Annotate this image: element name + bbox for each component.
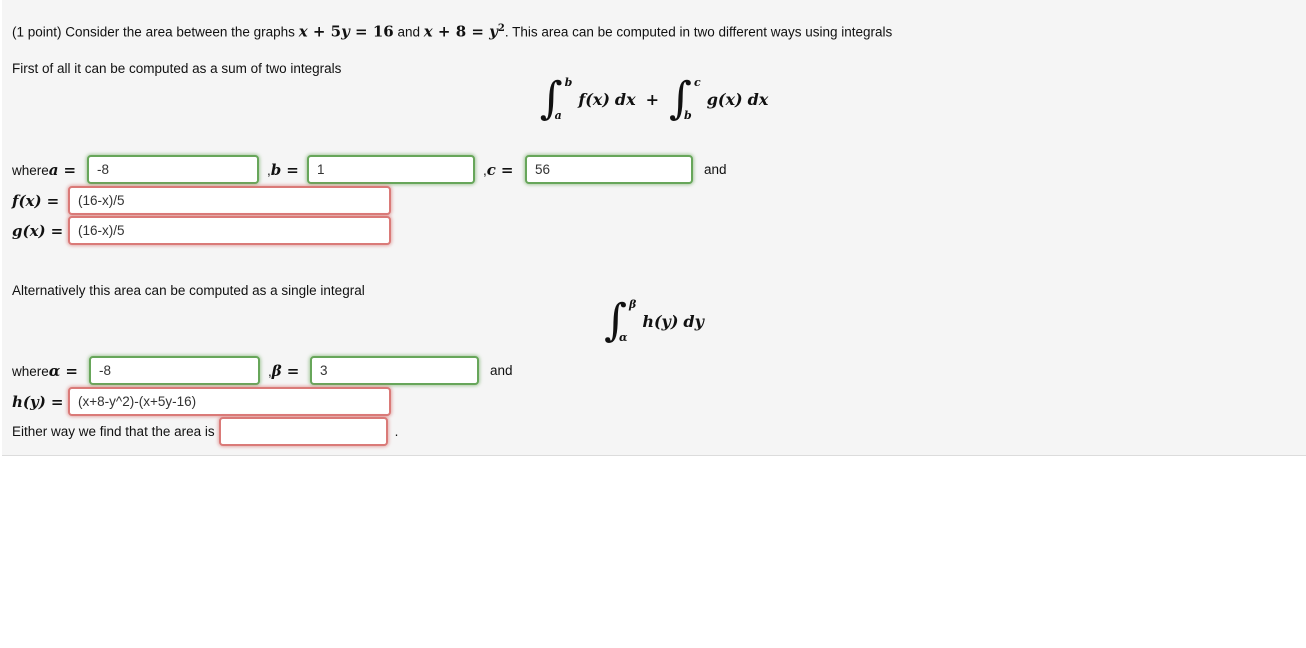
integral-upper-limit: c <box>693 76 701 89</box>
sentence-period: . <box>394 424 399 439</box>
integrand-f: f(x) <box>578 89 610 109</box>
integral-upper-limit: b <box>564 76 573 89</box>
abc-answer-row: where a= , b= , c= and <box>12 155 727 184</box>
integral-lower-limit: α <box>619 331 628 344</box>
equals-sign: = <box>286 361 300 380</box>
where-label: where <box>12 162 49 178</box>
g-answer-row: g(x)= <box>12 216 391 245</box>
math-var-y: y <box>489 22 498 40</box>
b-input[interactable] <box>307 155 475 184</box>
h-of-y-label: h(y) <box>12 392 46 411</box>
f-answer-row: f(x)= <box>12 186 391 215</box>
var-a-label: a <box>48 160 59 179</box>
greek-answer-row: where α= , β= and <box>12 356 513 385</box>
beta-input[interactable] <box>310 356 479 385</box>
where-label: where <box>12 363 49 379</box>
single-intro-text: Alternatively this area can be computed … <box>12 282 365 298</box>
f-of-x-label: f(x) <box>12 191 42 210</box>
h-input[interactable] <box>68 387 391 416</box>
integral-1: ∫ b a <box>540 76 573 122</box>
c-input[interactable] <box>525 155 693 184</box>
single-integral-formula: ∫ β α h(y)dy <box>2 294 1306 348</box>
a-input[interactable] <box>87 155 259 184</box>
differential-dx: dx <box>747 89 769 109</box>
equals-sign: = <box>63 160 77 179</box>
integrand-g: g(x) <box>706 89 743 109</box>
var-beta-label: β <box>271 361 282 380</box>
and-label: and <box>490 363 513 378</box>
comma: , <box>483 162 487 178</box>
equals-sign: = <box>46 191 60 210</box>
g-input[interactable] <box>68 216 391 245</box>
integral-lower-limit: a <box>554 109 562 122</box>
math-op: + 5 <box>307 22 342 40</box>
differential-dx: dx <box>614 89 636 109</box>
differential-dy: dy <box>683 311 704 331</box>
and-label: and <box>704 162 727 177</box>
plus-operator: + <box>645 89 660 109</box>
equals-sign: = <box>500 160 514 179</box>
statement-post: . This area can be computed in two diffe… <box>504 24 893 39</box>
integral-sign: ∫ <box>539 73 563 124</box>
integral-sign: ∫ <box>669 73 692 124</box>
equals-sign: = <box>286 160 299 179</box>
integral-sign: ∫ <box>604 295 628 346</box>
math-var-y: y <box>341 22 350 40</box>
math-op: = 16 <box>349 22 394 40</box>
problem-panel: (1 point) Consider the area between the … <box>2 0 1306 456</box>
problem-statement: (1 point) Consider the area between the … <box>12 19 1296 43</box>
f-input[interactable] <box>68 186 391 215</box>
area-answer-row: Either way we find that the area is . <box>12 417 398 446</box>
alpha-input[interactable] <box>89 356 260 385</box>
equals-sign: = <box>50 221 64 240</box>
area-input[interactable] <box>218 417 388 446</box>
var-b-label: b <box>270 160 282 179</box>
integral-2: ∫ c b <box>669 76 701 122</box>
integral-lower-limit: b <box>683 109 692 122</box>
equals-sign: = <box>50 392 64 411</box>
comma: , <box>268 363 272 379</box>
var-c-label: c <box>486 160 496 179</box>
integrand-h: h(y) <box>642 311 679 331</box>
sum-intro-text: First of all it can be computed as a sum… <box>12 60 342 76</box>
statement-pre: (1 point) Consider the area between the … <box>12 24 299 39</box>
integral-upper-limit: β <box>629 298 637 311</box>
h-answer-row: h(y)= <box>12 387 391 416</box>
statement-and: and <box>393 24 424 39</box>
equals-sign: = <box>65 361 78 380</box>
integral-3: ∫ β α <box>604 298 636 344</box>
math-var-x: x <box>298 22 308 40</box>
g-of-x-label: g(x) <box>12 221 46 240</box>
math-exponent: 2 <box>497 22 505 34</box>
var-alpha-label: α <box>48 361 61 380</box>
math-op: + 8 = <box>432 22 490 40</box>
comma: , <box>267 162 271 178</box>
area-label: Either way we find that the area is <box>12 424 215 439</box>
math-var-x: x <box>423 22 433 40</box>
